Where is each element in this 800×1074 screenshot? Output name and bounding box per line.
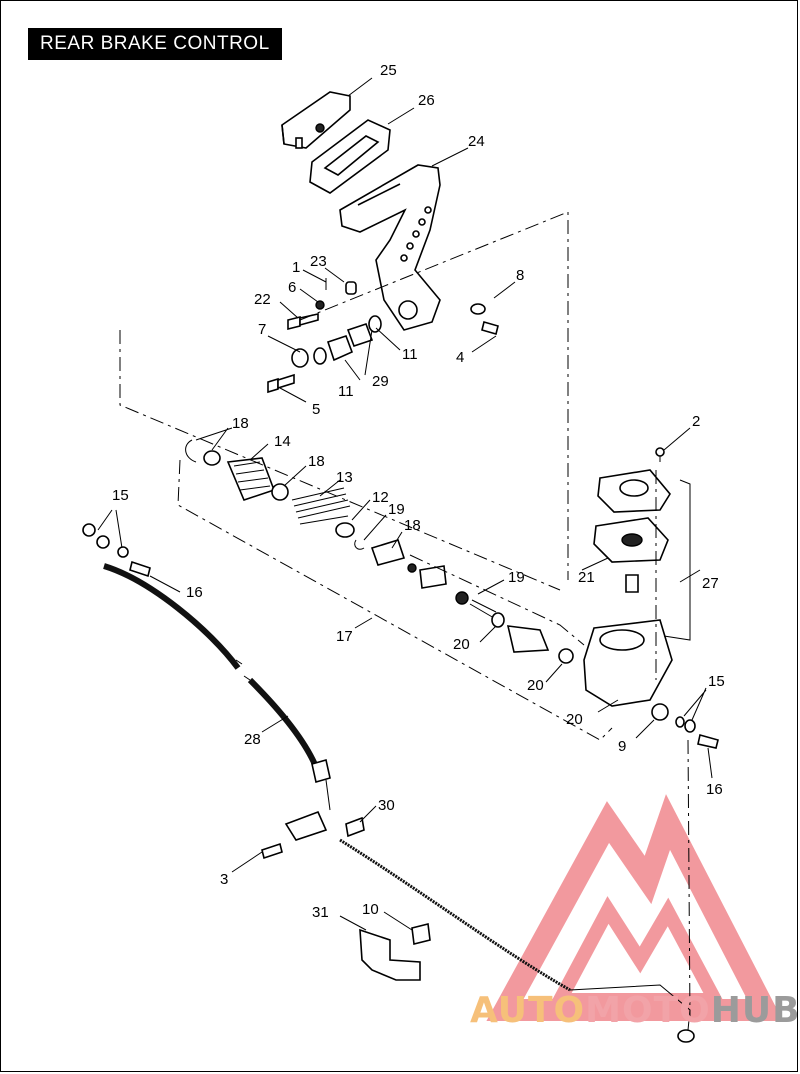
diagram-title: REAR BRAKE CONTROL	[28, 28, 282, 60]
cylinder-internals	[185, 439, 574, 664]
callout-4: 4	[456, 349, 464, 366]
callout-27: 27	[702, 575, 719, 592]
callout-25: 25	[380, 62, 397, 79]
callout-19b: 19	[508, 569, 525, 586]
callout-1: 1	[292, 259, 300, 276]
callout-13: 13	[336, 469, 353, 486]
callout-20b: 20	[527, 677, 544, 694]
callout-15: 15	[112, 487, 129, 504]
pedal-pad-26	[309, 119, 391, 194]
callout-16b: 16	[706, 781, 723, 798]
callout-11b: 11	[338, 383, 354, 400]
callout-24: 24	[468, 133, 485, 150]
brake-pedal-24	[339, 164, 441, 331]
callout-11: 11	[402, 346, 418, 363]
callout-14: 14	[274, 433, 291, 450]
watermark-part-moto: MOTO	[585, 990, 711, 1031]
callout-8: 8	[516, 267, 524, 284]
bracket-31	[359, 923, 431, 981]
callout-18: 18	[232, 415, 249, 432]
callout-23: 23	[310, 253, 327, 270]
callout-29: 29	[372, 373, 389, 390]
reservoir-assembly	[583, 447, 719, 749]
callout-5: 5	[312, 401, 320, 418]
callout-30: 30	[378, 797, 395, 814]
pedal-pad-25	[281, 91, 351, 149]
callout-3: 3	[220, 871, 228, 888]
callout-19: 19	[388, 501, 405, 518]
callout-12: 12	[372, 489, 389, 506]
callout-20: 20	[453, 636, 470, 653]
callout-9: 9	[618, 738, 626, 755]
callout-31: 31	[312, 904, 329, 921]
brake-hose-28	[82, 523, 695, 1043]
watermark-logo	[486, 794, 784, 1021]
callout-22: 22	[254, 291, 271, 308]
watermark-part-hub: HUB	[710, 990, 800, 1031]
callout-16: 16	[186, 584, 203, 601]
callout-7: 7	[258, 321, 266, 338]
centerlines	[119, 211, 691, 1021]
callout-10: 10	[362, 901, 379, 918]
callout-21: 21	[578, 569, 595, 586]
leader-lines	[97, 77, 713, 931]
callout-18b: 18	[308, 453, 325, 470]
callout-labels: 25 26 24 1 23 6 22 8 7 11 4 29 11 5 2 18…	[112, 62, 725, 921]
callout-17: 17	[336, 628, 353, 645]
callout-28: 28	[244, 731, 261, 748]
callout-15b: 15	[708, 673, 725, 690]
callout-18c: 18	[404, 517, 421, 534]
watermark-part-auto: AUTO	[470, 990, 586, 1031]
callout-20c: 20	[566, 711, 583, 728]
watermark-text: AUTOMOTOHUB	[470, 990, 800, 1031]
callout-6: 6	[288, 279, 296, 296]
callout-2: 2	[692, 413, 700, 430]
callout-26: 26	[418, 92, 435, 109]
pivot-small-parts	[267, 278, 499, 394]
